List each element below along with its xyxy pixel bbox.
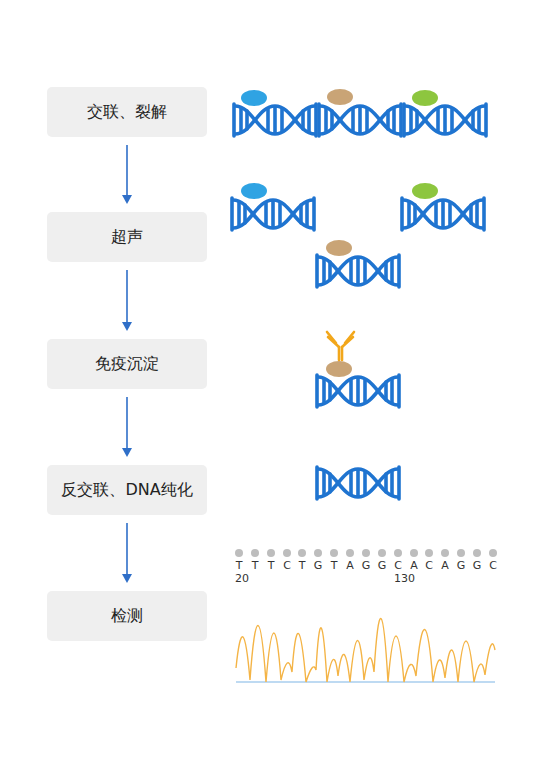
step-label: 免疫沉淀	[95, 354, 159, 374]
dna-helix	[319, 104, 401, 136]
position-number: 130	[394, 572, 415, 585]
position-number: 20	[235, 572, 249, 585]
step-label: 交联、裂解	[87, 102, 167, 122]
step-label: 检测	[111, 606, 143, 626]
base-letter: G	[469, 559, 485, 572]
base-letter: G	[358, 559, 374, 572]
base-letter: T	[294, 559, 310, 572]
process-box: 检测	[47, 591, 207, 641]
dna-helix	[317, 375, 399, 407]
process-box: 反交联、DNA纯化	[47, 465, 207, 515]
base-letter: T	[326, 559, 342, 572]
arrow-head	[122, 195, 132, 204]
step-label: 超声	[111, 227, 143, 247]
arrow-head	[122, 448, 132, 457]
base-letter: A	[406, 559, 422, 572]
flow-arrow	[122, 270, 132, 331]
base-letter: A	[437, 559, 453, 572]
arrow-head	[122, 322, 132, 331]
antibody	[327, 332, 354, 360]
arrow-head	[122, 574, 132, 583]
chromatogram-trace	[236, 618, 495, 682]
base-letter: G	[453, 559, 469, 572]
protein-tan	[326, 240, 352, 256]
dna-helix	[232, 198, 314, 230]
arrow-line	[126, 397, 128, 449]
step-label: 反交联、DNA纯化	[61, 480, 192, 500]
arrow-line	[126, 145, 128, 196]
protein-green	[412, 183, 438, 199]
arrow-line	[126, 523, 128, 575]
base-letter: C	[279, 559, 295, 572]
dna-helix	[317, 467, 399, 499]
base-letter: C	[485, 559, 501, 572]
process-box: 交联、裂解	[47, 87, 207, 137]
base-letter: G	[374, 559, 390, 572]
base-letter: G	[310, 559, 326, 572]
base-letter: T	[247, 559, 263, 572]
flow-arrow	[122, 523, 132, 583]
protein-tan	[327, 89, 353, 105]
base-letter: T	[263, 559, 279, 572]
protein-blue	[241, 183, 267, 199]
dna-helix	[234, 104, 316, 136]
arrow-line	[126, 270, 128, 323]
process-box: 超声	[47, 212, 207, 262]
flow-arrow	[122, 397, 132, 457]
protein-tan	[326, 361, 352, 377]
protein-blue	[241, 90, 267, 106]
flow-arrow	[122, 145, 132, 204]
protein-green	[412, 90, 438, 106]
base-letter: T	[231, 559, 247, 572]
dna-helix	[317, 255, 399, 287]
dna-helix	[404, 104, 486, 136]
dna-helix	[402, 198, 484, 230]
process-box: 免疫沉淀	[47, 339, 207, 389]
base-letter: A	[342, 559, 358, 572]
base-letter: C	[390, 559, 406, 572]
base-letter: C	[421, 559, 437, 572]
base-dots	[235, 549, 497, 557]
chromatogram-baseline	[236, 681, 495, 682]
